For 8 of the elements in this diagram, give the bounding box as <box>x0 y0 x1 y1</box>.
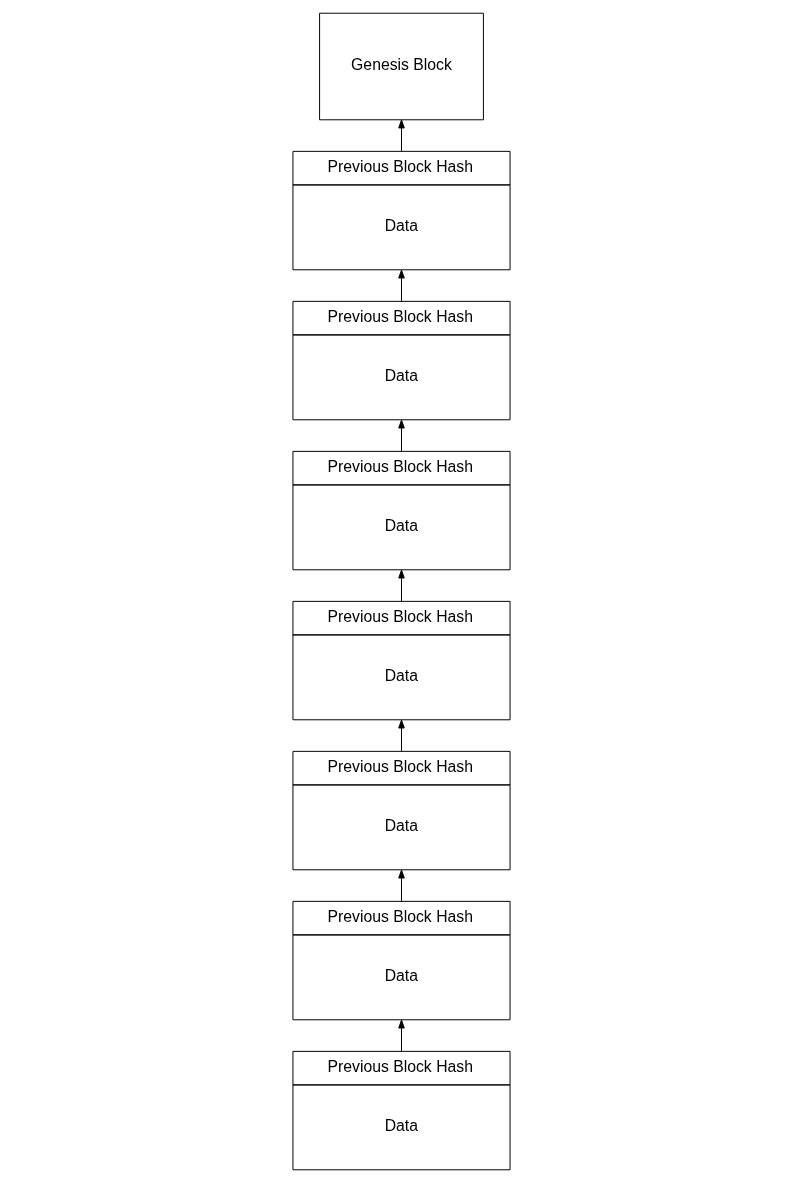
arrow <box>397 569 405 602</box>
node-box: Genesis Block <box>318 12 484 121</box>
arrow <box>397 269 405 302</box>
arrow <box>397 119 405 152</box>
arrow <box>397 1019 405 1052</box>
arrow <box>397 869 405 902</box>
arrow <box>397 719 405 752</box>
arrow <box>397 419 405 452</box>
